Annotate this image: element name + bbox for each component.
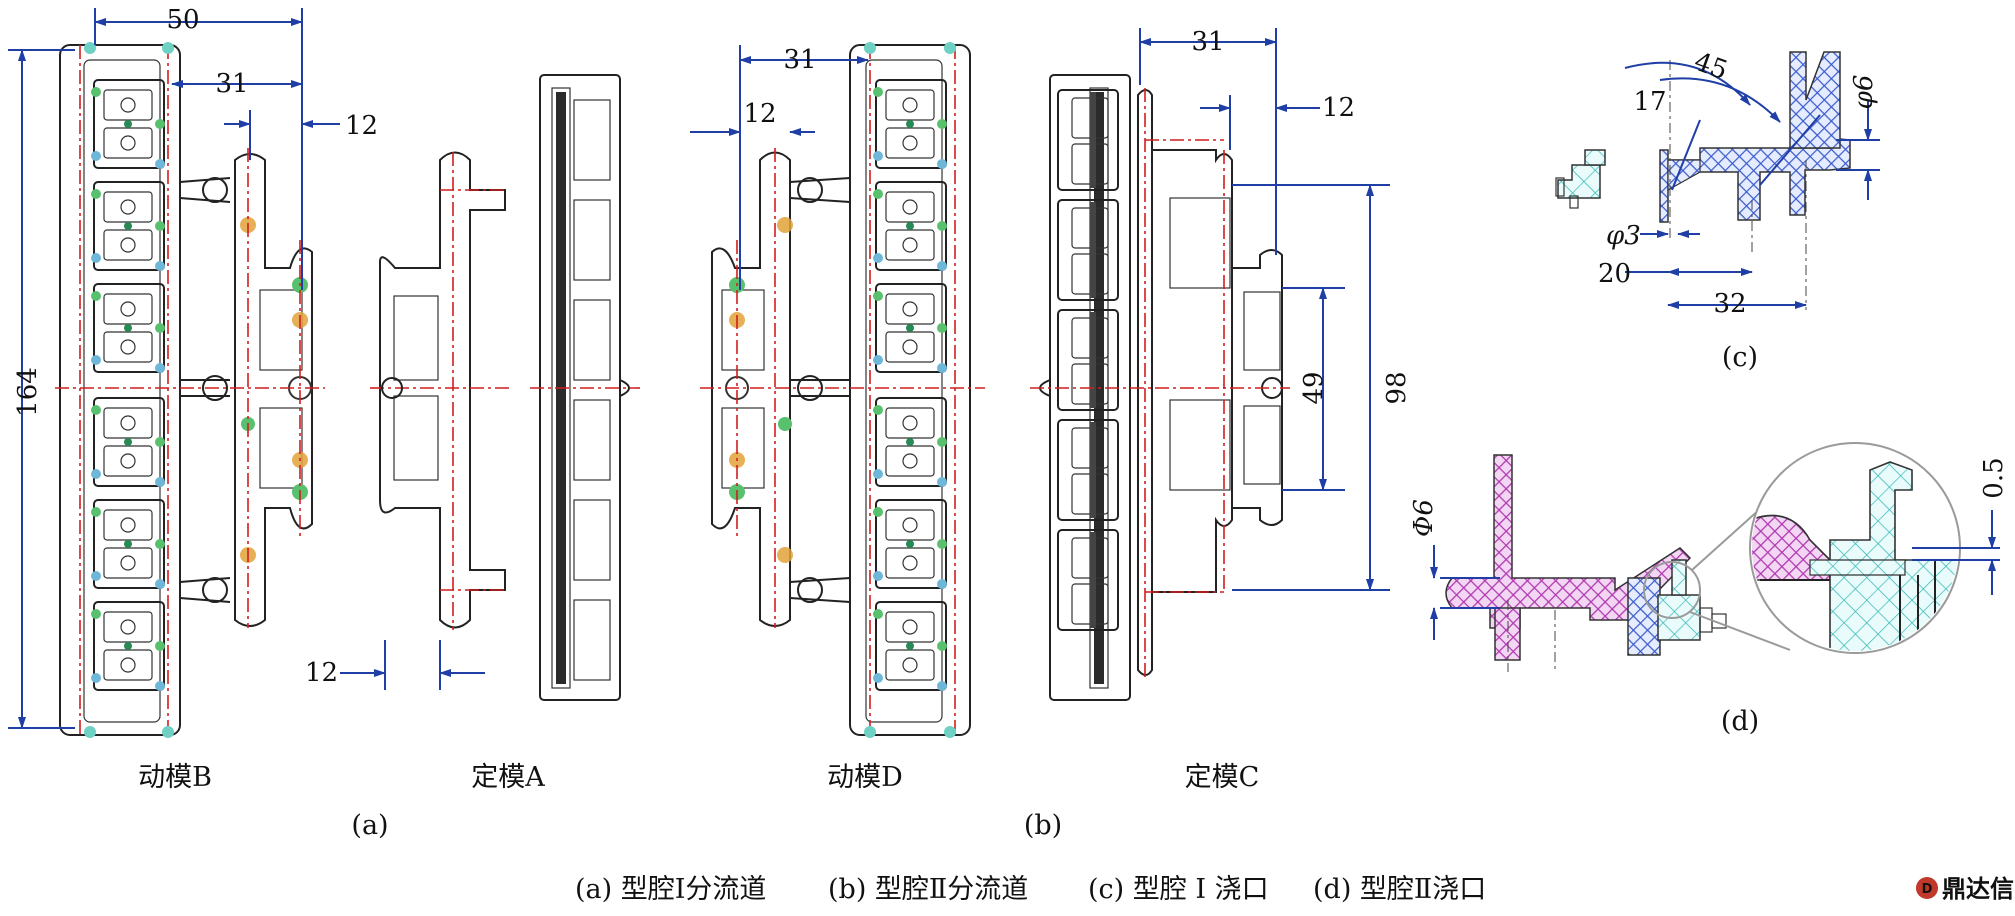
mold-a-drawing bbox=[370, 151, 512, 630]
dim-31-a: 31 bbox=[215, 69, 248, 99]
panel-a bbox=[8, 8, 640, 738]
mold-b-drawing bbox=[55, 42, 325, 738]
watermark-icon bbox=[1916, 877, 1938, 899]
panel-b bbox=[690, 28, 1390, 738]
mold-a-cavity-plate bbox=[530, 74, 640, 701]
label-a: (a) bbox=[351, 810, 388, 841]
dimensions-a bbox=[8, 8, 485, 729]
dim-12-b-right: 12 bbox=[1322, 93, 1355, 123]
caption-b: (b) 型腔Ⅱ分流道 bbox=[828, 874, 1028, 905]
watermark-logo: D 鼎达信 bbox=[1916, 875, 2014, 903]
dim-phi3: φ3 bbox=[1606, 221, 1641, 251]
dim-17: 17 bbox=[1633, 87, 1666, 117]
dim-31-b-left: 31 bbox=[783, 45, 816, 75]
dim-0-5: 0.5 bbox=[1979, 457, 2009, 498]
dim-12-b-left: 12 bbox=[743, 99, 776, 129]
dim-164: 164 bbox=[13, 367, 43, 417]
label-mold-d: 动模D bbox=[827, 762, 903, 793]
label-mold-b: 动模B bbox=[138, 762, 212, 793]
dim-50: 50 bbox=[166, 5, 199, 35]
dim-45: 45 bbox=[1690, 47, 1731, 87]
mold-c-drawing bbox=[1030, 74, 1290, 701]
label-c: (c) bbox=[1722, 342, 1758, 373]
dim-98: 98 bbox=[1382, 371, 1412, 404]
dim-phi6-d: Φ6 bbox=[1409, 499, 1439, 537]
dim-32: 32 bbox=[1713, 289, 1746, 319]
panel-d bbox=[1430, 442, 2000, 672]
caption-d: (d) 型腔Ⅱ浇口 bbox=[1313, 874, 1486, 905]
dim-phi6-c: φ6 bbox=[1849, 75, 1879, 110]
watermark-text: 鼎达信 bbox=[1942, 875, 2014, 903]
label-b: (b) bbox=[1024, 810, 1062, 841]
caption-c: (c) 型腔 Ⅰ 浇口 bbox=[1088, 874, 1269, 905]
mold-d-drawing bbox=[700, 42, 985, 738]
dim-20: 20 bbox=[1598, 259, 1631, 289]
dim-12-a-bottom: 12 bbox=[305, 658, 338, 688]
panel-c bbox=[1555, 51, 1880, 310]
label-mold-a: 定模A bbox=[471, 762, 545, 793]
dimensions-b bbox=[690, 28, 1390, 591]
dim-12-a-top: 12 bbox=[345, 111, 378, 141]
dim-49: 49 bbox=[1299, 371, 1329, 404]
caption-a: (a) 型腔Ⅰ分流道 bbox=[575, 874, 766, 905]
svg-text:D: D bbox=[1922, 882, 1933, 897]
label-mold-c: 定模C bbox=[1185, 762, 1260, 793]
label-d: (d) bbox=[1721, 706, 1759, 737]
dim-31-b-right: 31 bbox=[1191, 27, 1224, 57]
